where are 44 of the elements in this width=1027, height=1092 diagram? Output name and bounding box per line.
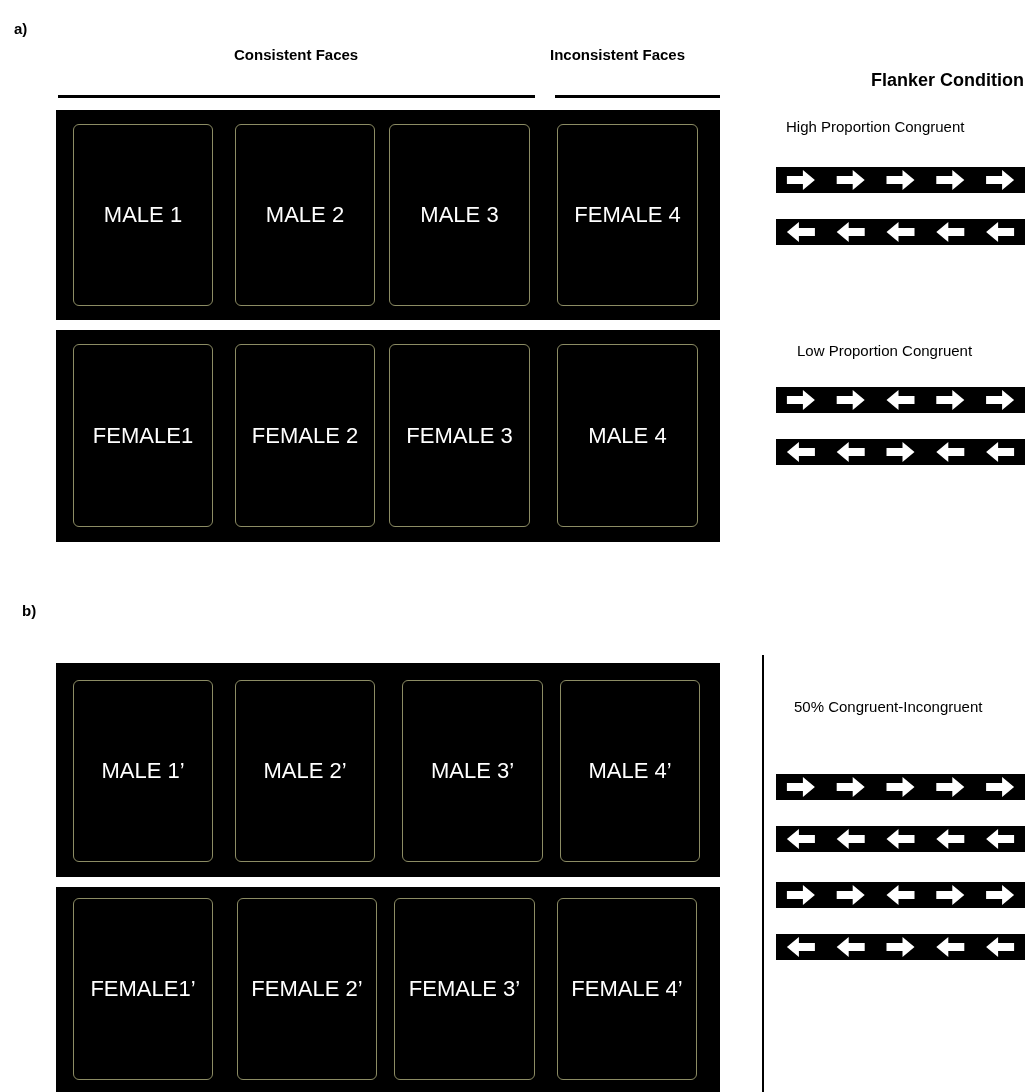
face-frame — [73, 680, 213, 862]
face-label: MALE 1’ — [101, 758, 185, 784]
face-frame — [402, 680, 543, 862]
face-label: FEMALE 2 — [251, 422, 359, 449]
condition-label: Low Proportion Congruent — [797, 342, 973, 359]
face-frame — [73, 124, 213, 306]
face-frame — [73, 344, 213, 527]
face-frame — [557, 344, 698, 527]
face-label: FEMALE1’ — [90, 976, 196, 1002]
face-label: FEMALE 3’ — [408, 976, 521, 1002]
face-frame — [389, 124, 530, 306]
face-label: MALE 1 — [103, 202, 183, 228]
face-frame — [560, 680, 700, 862]
face-label: FEMALE 3 — [406, 422, 513, 449]
face-frame — [389, 344, 530, 527]
face-label: MALE 4 — [588, 422, 667, 449]
face-label: MALE 4’ — [588, 758, 672, 784]
face-label: FEMALE 4’ — [571, 976, 683, 1002]
face-label: MALE 3 — [420, 202, 499, 228]
column-heading: Consistent Faces — [234, 46, 359, 63]
panel-letter: a) — [14, 20, 28, 37]
stimulus-panel — [56, 663, 720, 877]
face-frame — [557, 124, 698, 306]
panel-letter: b) — [22, 602, 37, 619]
stimulus-panel — [56, 887, 720, 1092]
face-frame — [394, 898, 535, 1080]
face-frame — [73, 898, 213, 1080]
column-heading: Inconsistent Faces — [550, 46, 686, 63]
face-frame — [557, 898, 697, 1080]
face-label: FEMALE1 — [92, 422, 194, 449]
face-frame — [237, 898, 377, 1080]
face-frame — [235, 344, 375, 527]
face-frame — [235, 124, 375, 306]
face-label: FEMALE 4 — [574, 202, 681, 228]
face-label: MALE 2’ — [263, 758, 347, 784]
section-heading: Flanker Condition — [871, 70, 1024, 91]
condition-label: 50% Congruent-Incongruent — [794, 698, 983, 715]
stimulus-panel — [56, 110, 720, 320]
condition-label: High Proportion Congruent — [786, 118, 965, 135]
face-label: MALE 3’ — [430, 758, 515, 784]
face-frame — [235, 680, 375, 862]
face-label: MALE 2 — [265, 202, 345, 228]
face-label: FEMALE 2’ — [251, 976, 363, 1002]
stimulus-panel — [56, 330, 720, 542]
